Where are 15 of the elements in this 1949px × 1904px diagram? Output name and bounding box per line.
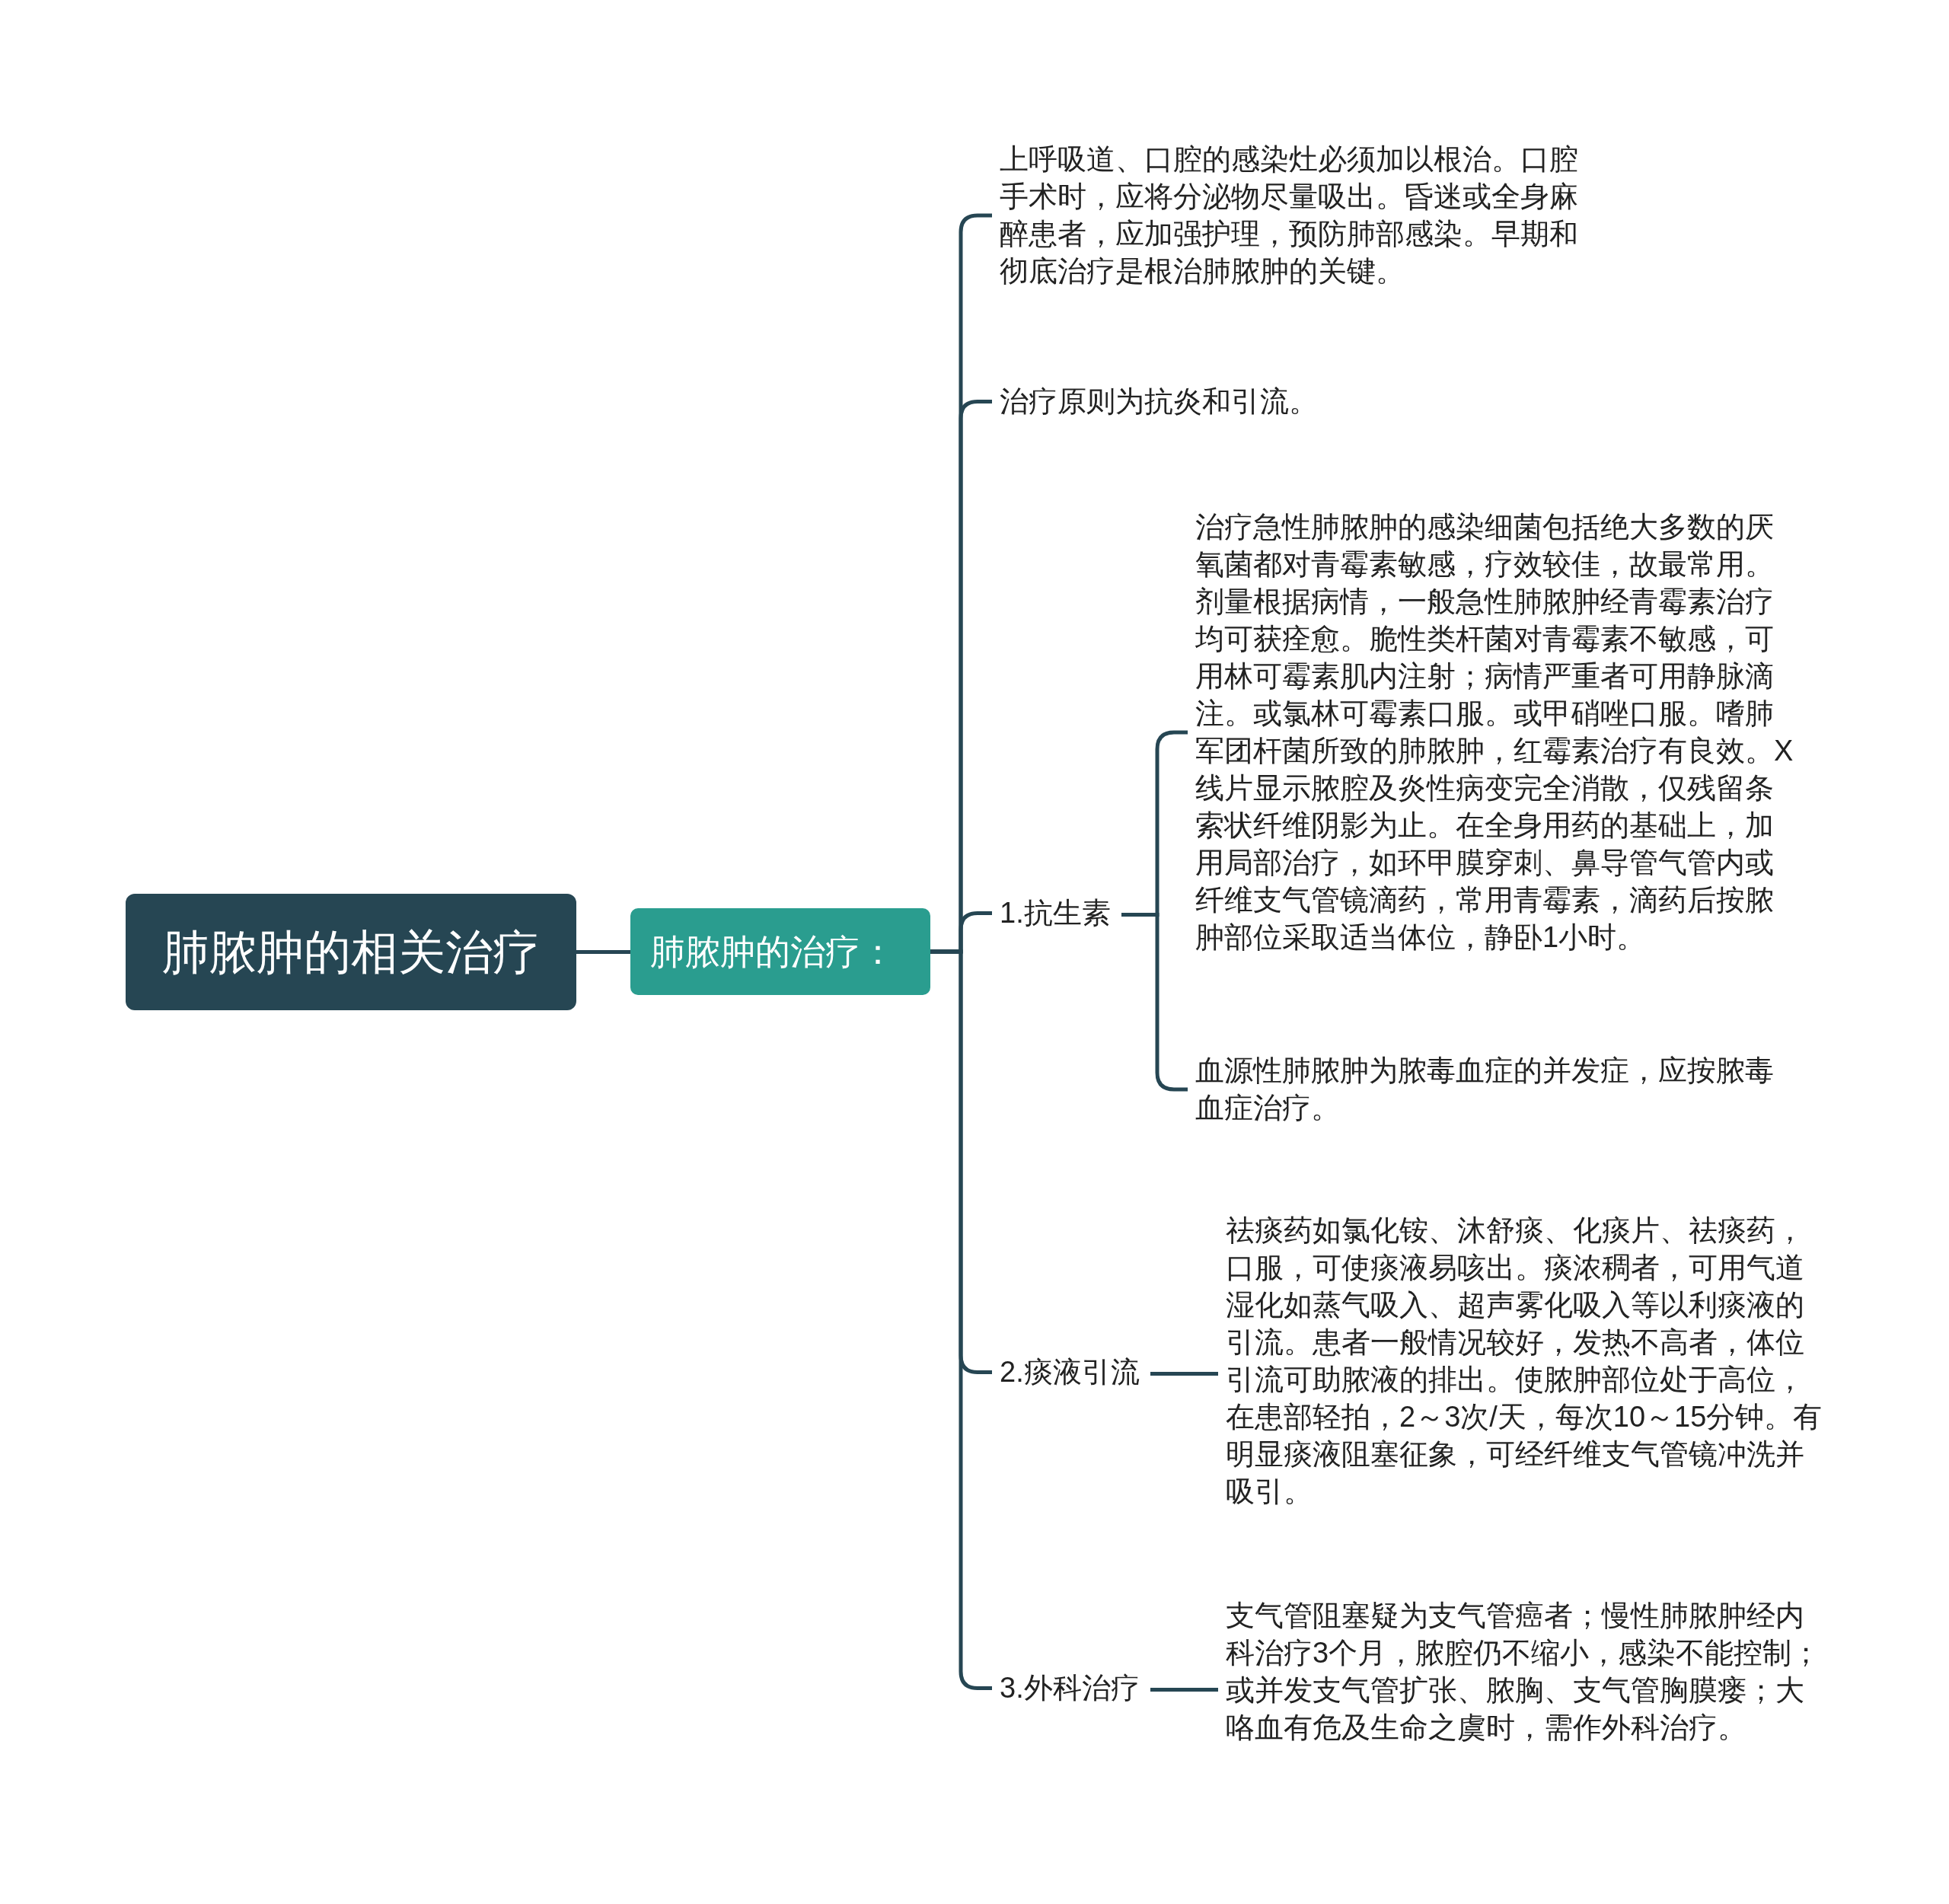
topic-text: 治疗急性肺脓肿的感染细菌包括绝大多数的厌氧菌都对青霉素敏感，疗效较佳，故最常用。剂量根据病情，一般急性肺脓肿经青霉素治疗均可获痊愈。脆性类杆菌对青霉素不敏感，可用林可霉素肌内注射；病情严重者可用静脉滴注。或氯林可霉素口服。或甲硝唑口服。嗜肺军团杆菌所致的肺脓肿，红霉素治疗有良效。X线片显示脓腔及炎性病变完全消散，仅残留条索状纤维阴影为止。在全身用药的基础上，加用局部治疗，如环甲膜穿刺、鼻导管气管内或纤维支气管镜滴药，常用青霉素，滴药后按脓肿部位采取适当体位，静卧1小时。 <box>1195 509 1797 956</box>
topic-text: 治疗原则为抗炎和引流。 <box>1000 383 1601 420</box>
topic-text: 支气管阻塞疑为支气管癌者；慢性肺脓肿经内科治疗3个月，脓腔仍不缩小，感染不能控制；或并发支气管扩张、脓胸、支气管胸膜瘘；大咯血有危及生命之虞时，需作外科治疗。 <box>1226 1597 1827 1746</box>
topic-text: 血源性肺脓肿为脓毒血症的并发症，应按脓毒血症治疗。 <box>1195 1052 1797 1127</box>
topic-text: 1.抗生素 <box>1000 895 1111 932</box>
root-box: 肺脓肿的相关治疗 <box>126 894 576 1010</box>
connector-line <box>1121 913 1188 1092</box>
topic-text: 祛痰药如氯化铵、沐舒痰、化痰片、祛痰药，口服，可使痰液易咳出。痰浓稠者，可用气道湿化如蒸气吸入、超声雾化吸入等以利痰液的引流。患者一般情况较好，发热不高者，体位引流可助脓液的排出。使脓肿部位处于高位，在患部轻拍，2～3次/天，每次10～15分钟。有明显痰液阻塞征象，可经纤维支气管镜冲洗并吸引。 <box>1226 1212 1827 1510</box>
topic-box: 肺脓肿的治疗： <box>630 908 930 995</box>
connector-line <box>576 950 630 954</box>
connector-line <box>1150 1372 1218 1376</box>
connector-line <box>1150 1688 1218 1692</box>
topic-text: 3.外科治疗 <box>1000 1670 1140 1707</box>
topic-text: 上呼吸道、口腔的感染灶必须加以根治。口腔手术时，应将分泌物尽量吸出。昏迷或全身麻醉患者，应加强护理，预防肺部感染。早期和彻底治疗是根治肺脓肿的关键。 <box>1000 141 1601 290</box>
topic-text: 2.痰液引流 <box>1000 1354 1140 1391</box>
